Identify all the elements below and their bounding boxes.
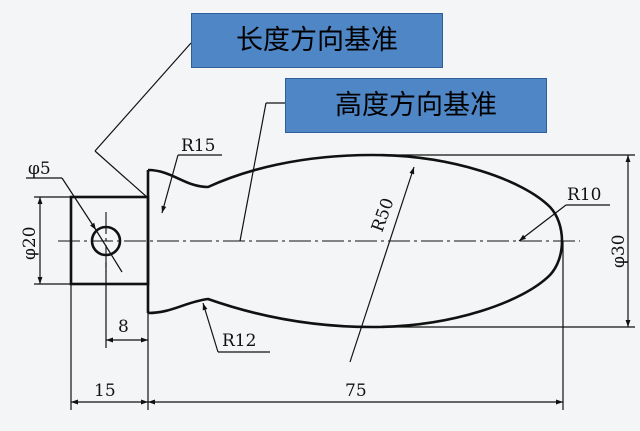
callout-length-leader-b [94,150,149,199]
dim-15-text: 15 [94,381,116,401]
leader-phi5-through [95,229,123,273]
leader-r12 [202,302,219,353]
dim-8-text: 8 [118,317,129,337]
dim-phi5-text: φ5 [28,159,51,179]
leader-r15 [161,154,179,214]
callout-length-datum: 长度方向基准 [191,13,443,68]
dim-phi30-text: φ30 [609,234,629,268]
dim-phi20-text: φ20 [20,226,40,260]
dim-75-text: 75 [345,381,367,401]
leader-phi5 [61,177,97,231]
hole-circle [90,225,122,257]
dim-r12-text: R12 [222,331,256,351]
callout-height-datum-label: 高度方向基准 [335,90,497,121]
callout-length-datum-label: 长度方向基准 [236,25,398,56]
leader-r10 [518,204,567,242]
dim-r15-text: R15 [181,136,215,156]
callout-length-leader-a [94,42,192,152]
leader-r50 [349,166,415,363]
dim-r10-text: R10 [567,185,601,205]
handle-body-outline [146,153,564,329]
callout-height-datum: 高度方向基准 [285,78,547,133]
callout-height-leader-drop [239,102,267,242]
